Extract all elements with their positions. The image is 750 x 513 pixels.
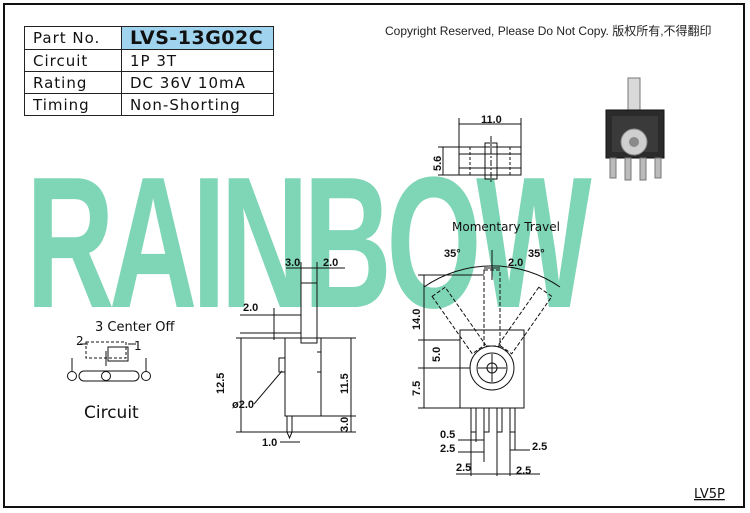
spec-value: DC 36V 10mA	[121, 71, 274, 94]
front-title: Momentary Travel	[452, 220, 560, 234]
spec-key: Rating	[24, 71, 122, 94]
dim-front-base: 7.5	[411, 381, 423, 396]
circuit-title: 3 Center Off	[95, 320, 176, 335]
spec-key: Timing	[24, 93, 122, 116]
circuit-pin-left: 2	[76, 334, 84, 348]
spec-key: Circuit	[24, 49, 122, 72]
spec-row-circuit: Circuit 1P 3T	[24, 49, 274, 72]
front-view-outline	[418, 250, 561, 476]
dim-front-lever: 14.0	[411, 309, 423, 330]
dim-side-body: 11.5	[339, 373, 351, 394]
dim-front-gap: 2.0	[508, 257, 523, 269]
circuit-caption: Circuit	[84, 403, 139, 423]
top-view-outline	[438, 118, 522, 182]
drawing-code: LV5P	[694, 487, 725, 502]
angle-left: 35°	[444, 248, 461, 260]
circuit-symbol	[67, 341, 151, 382]
dim-side-lever: 2.0	[243, 302, 258, 314]
angle-right: 35°	[528, 248, 545, 260]
dim-row-right: 2.5	[516, 465, 531, 477]
dim-pitch-right: 2.5	[532, 441, 547, 453]
dim-side-offset: 1.0	[262, 437, 277, 449]
dim-top-depth: 5.6	[432, 156, 444, 171]
dim-row-left: 2.5	[456, 462, 471, 474]
circuit-pin-right: 1	[134, 339, 142, 353]
dim-side-top-b: 2.0	[323, 257, 338, 269]
drawing-frame	[3, 3, 745, 508]
dim-side-hole: ø2.0	[232, 399, 254, 411]
dim-pin-width: 0.5	[440, 429, 455, 441]
dim-side-height: 12.5	[215, 373, 227, 394]
product-photo	[605, 77, 665, 181]
dim-side-pin: 3.0	[339, 417, 351, 432]
dim-front-center: 5.0	[431, 347, 443, 362]
dim-pitch-left: 2.5	[440, 443, 455, 455]
spec-value: 1P 3T	[121, 49, 274, 72]
brand-watermark: RAINBOW	[26, 138, 592, 348]
spec-row-timing: Timing Non-Shorting	[24, 93, 274, 116]
spec-value: Non-Shorting	[121, 93, 274, 116]
spec-row-rating: Rating DC 36V 10mA	[24, 71, 274, 94]
spec-table: Part No. LVS-13G02C Circuit 1P 3T Rating…	[24, 26, 274, 116]
part-number: LVS-13G02C	[121, 26, 274, 50]
dim-side-top-a: 3.0	[285, 257, 300, 269]
side-view-outline	[236, 262, 356, 443]
copyright-notice: Copyright Reserved, Please Do Not Copy. …	[385, 24, 712, 38]
spec-row-part: Part No. LVS-13G02C	[24, 26, 274, 50]
dim-top-width: 11.0	[481, 114, 502, 126]
